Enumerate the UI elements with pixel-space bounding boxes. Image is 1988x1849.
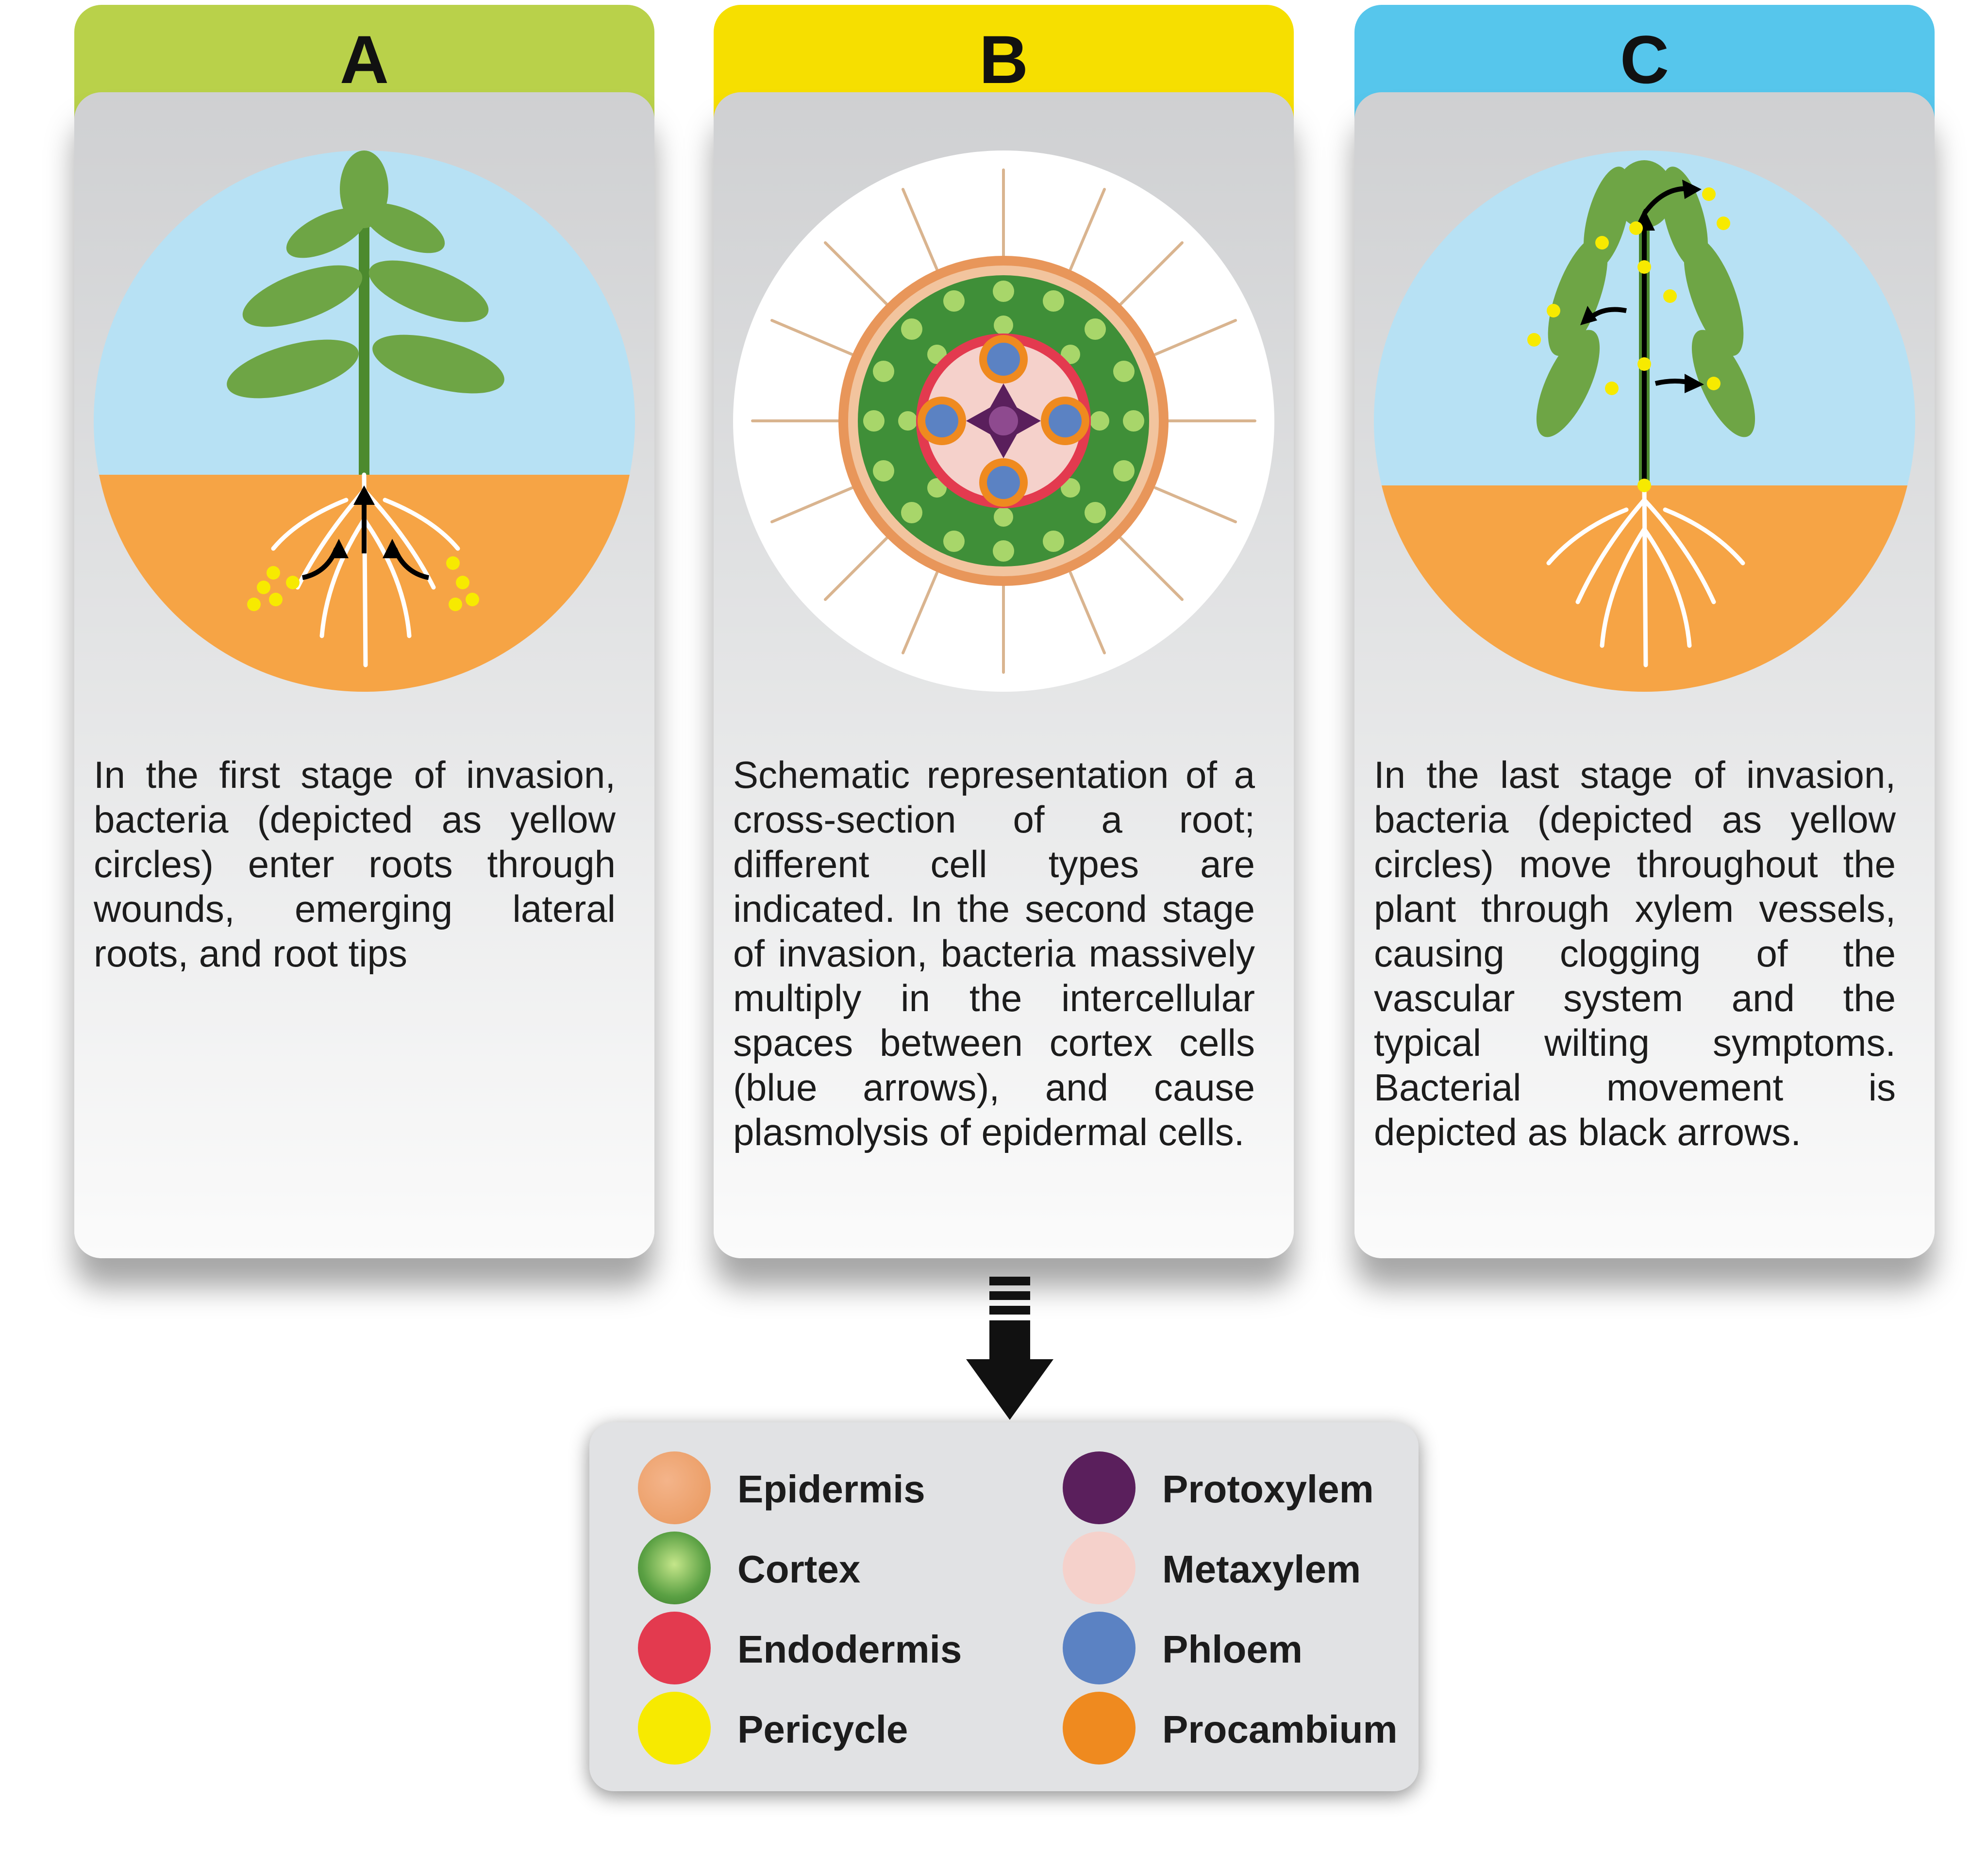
panel-b-card: Schematic representation of a cross-sect… [714, 92, 1294, 1258]
procambium-swatch [1063, 1692, 1136, 1765]
panel-a-letter: A [339, 21, 389, 98]
metaxylem-swatch [1063, 1532, 1136, 1604]
cortex-swatch [638, 1532, 711, 1604]
legend-label: Phloem [1162, 1628, 1303, 1671]
panel-b-description: Schematic representation of a cross-sect… [733, 753, 1255, 1153]
epidermis-swatch [638, 1451, 711, 1524]
protoxylem-swatch [1063, 1451, 1136, 1524]
cell-type-legend: Epidermis Cortex Endodermis Pericycle Pr… [589, 1422, 1419, 1791]
panel-b: B [714, 5, 1294, 1258]
down-arrow-icon [966, 1277, 1053, 1422]
panel-c-card: In the last stage of invasion, bacteria … [1354, 92, 1935, 1258]
panel-c: C [1354, 5, 1935, 1258]
endodermis-swatch [638, 1612, 711, 1684]
legend-label: Epidermis [737, 1467, 925, 1511]
legend-label: Cortex [737, 1548, 861, 1591]
legend-label: Metaxylem [1162, 1548, 1361, 1591]
panel-a-card: In the first stage of invasion, bacteria… [74, 92, 654, 1258]
legend-label: Protoxylem [1162, 1467, 1374, 1511]
phloem-swatch [1063, 1612, 1136, 1684]
pericycle-swatch [638, 1692, 711, 1765]
legend-label: Pericycle [737, 1708, 908, 1751]
legend-label: Endodermis [737, 1628, 962, 1671]
panel-b-letter: B [979, 21, 1029, 98]
panel-a-description: In the first stage of invasion, bacteria… [94, 753, 616, 975]
plant-infection-illustration [94, 150, 635, 692]
panel-c-description: In the last stage of invasion, bacteria … [1374, 753, 1896, 1153]
wilting-plant-illustration [1374, 150, 1915, 692]
root-cross-section-illustration [733, 150, 1274, 692]
panel-c-letter: C [1620, 21, 1670, 98]
legend-label: Procambium [1162, 1708, 1398, 1751]
panel-a: A [74, 5, 654, 1258]
